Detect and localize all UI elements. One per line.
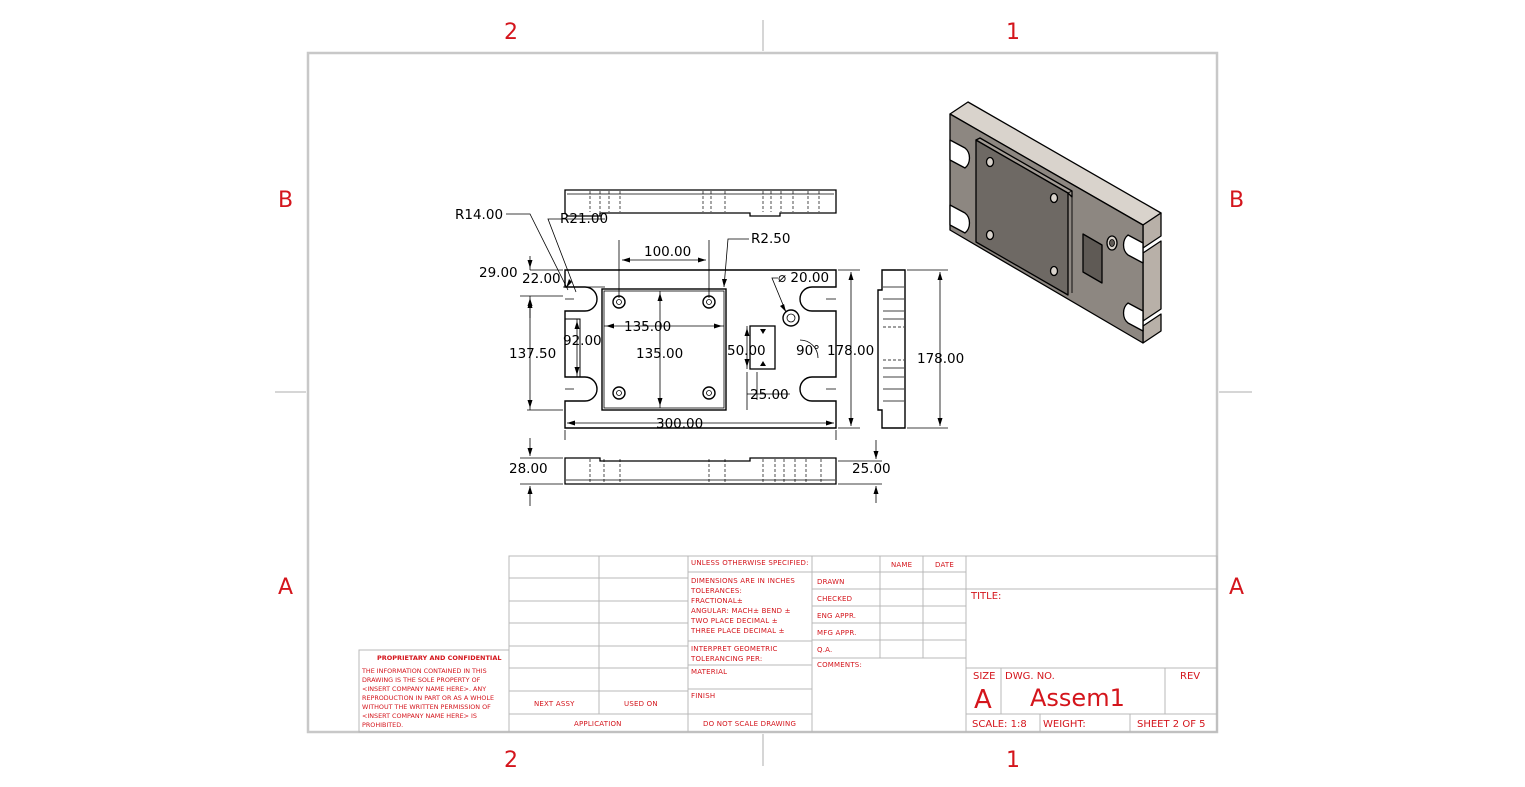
dim-r2-5: R2.50 <box>751 231 790 247</box>
tb-fractional: FRACTIONAL± <box>691 597 743 605</box>
zone-row-b-right: B <box>1229 188 1244 213</box>
tb-used-on: USED ON <box>624 700 658 708</box>
zone-row-a-left: A <box>278 575 293 600</box>
tb-dwg-no-label: DWG. NO. <box>1005 671 1055 682</box>
zone-col-2-bottom: 2 <box>504 748 518 773</box>
tb-prop-title: PROPRIETARY AND CONFIDENTIAL <box>377 654 502 662</box>
zone-col-1-bottom: 1 <box>1006 748 1020 773</box>
tb-size-value: A <box>974 685 992 715</box>
dimension-labels: R14.00 R21.00 100.00 R2.50 29.00 22.00 ⌀… <box>455 207 964 477</box>
dim-300: 300.00 <box>656 416 703 432</box>
dim-100: 100.00 <box>644 244 691 260</box>
dim-92: 92.00 <box>563 333 602 349</box>
title-block <box>358 555 1218 733</box>
tb-two-place: TWO PLACE DECIMAL ± <box>690 617 778 625</box>
isometric-view <box>949 101 1162 344</box>
tb-prop-line: REPRODUCTION IN PART OR AS A WHOLE <box>362 694 494 702</box>
tb-prop-line: PROHIBITED. <box>362 721 403 729</box>
zone-col-1-top: 1 <box>1006 20 1020 45</box>
tb-qa: Q.A. <box>817 646 832 654</box>
tb-prop-line: <INSERT COMPANY NAME HERE> IS <box>362 712 477 720</box>
bottom-view <box>520 438 882 506</box>
tb-checked: CHECKED <box>817 595 852 603</box>
tb-prop-line: <INSERT COMPANY NAME HERE>. ANY <box>362 685 486 693</box>
tb-interpret-1: INTERPRET GEOMETRIC <box>691 645 778 653</box>
tb-weight: WEIGHT: <box>1043 719 1086 730</box>
tb-comments: COMMENTS: <box>817 661 862 669</box>
dim-25-thickness: 25.00 <box>852 461 891 477</box>
dim-178-side: 178.00 <box>917 351 964 367</box>
dim-r14: R14.00 <box>455 207 503 223</box>
side-view <box>877 269 948 429</box>
title-block-text: UNLESS OTHERWISE SPECIFIED: DIMENSIONS A… <box>361 559 1206 730</box>
tb-prop-line: DRAWING IS THE SOLE PROPERTY OF <box>362 676 481 684</box>
tb-material: MATERIAL <box>691 668 727 676</box>
tb-next-assy: NEXT ASSY <box>534 700 575 708</box>
tb-size-label: SIZE <box>973 671 995 682</box>
dim-28: 28.00 <box>509 461 548 477</box>
dim-135-horizontal: 135.00 <box>624 319 671 335</box>
tb-interpret-2: TOLERANCING PER: <box>690 655 762 663</box>
zone-row-b-left: B <box>278 188 293 213</box>
tb-application: APPLICATION <box>574 720 622 728</box>
tb-prop-line: WITHOUT THE WRITTEN PERMISSION OF <box>362 703 491 711</box>
tb-name: NAME <box>891 561 912 569</box>
dim-dia-20: ⌀ 20.00 <box>778 270 829 286</box>
tb-unless: UNLESS OTHERWISE SPECIFIED: <box>691 559 809 567</box>
tb-scale: SCALE: 1:8 <box>972 719 1027 730</box>
dim-178-front: 178.00 <box>827 343 874 359</box>
tb-sheet: SHEET 2 OF 5 <box>1137 719 1206 730</box>
tb-do-not-scale: DO NOT SCALE DRAWING <box>703 720 796 728</box>
dim-29: 29.00 <box>479 265 518 281</box>
dim-135-vertical: 135.00 <box>636 346 683 362</box>
tb-finish: FINISH <box>691 692 715 700</box>
tb-rev-label: REV <box>1180 671 1200 682</box>
front-dimensions <box>506 213 860 440</box>
dim-137-5: 137.50 <box>509 346 556 362</box>
dim-25-slot: 25.00 <box>750 387 789 403</box>
dim-22: 22.00 <box>522 271 561 287</box>
tb-drawn: DRAWN <box>817 578 845 586</box>
dim-r21: R21.00 <box>560 211 608 227</box>
tb-title-label: TITLE: <box>970 591 1001 602</box>
tb-eng-appr: ENG APPR. <box>817 612 856 620</box>
tb-date: DATE <box>935 561 954 569</box>
top-view <box>564 189 837 217</box>
dim-angle-90: 90° <box>796 343 820 359</box>
tb-three-place: THREE PLACE DECIMAL ± <box>690 627 785 635</box>
tb-tolerances: TOLERANCES: <box>690 587 742 595</box>
tb-mfg-appr: MFG APPR. <box>817 629 857 637</box>
tb-dims-in: DIMENSIONS ARE IN INCHES <box>691 577 795 585</box>
zone-row-a-right: A <box>1229 575 1244 600</box>
tb-dwg-no-value: Assem1 <box>1030 684 1125 712</box>
dim-50: 50.00 <box>727 343 766 359</box>
tb-angular: ANGULAR: MACH± BEND ± <box>691 607 791 615</box>
tb-prop-line: THE INFORMATION CONTAINED IN THIS <box>361 667 487 675</box>
zone-col-2-top: 2 <box>504 20 518 45</box>
